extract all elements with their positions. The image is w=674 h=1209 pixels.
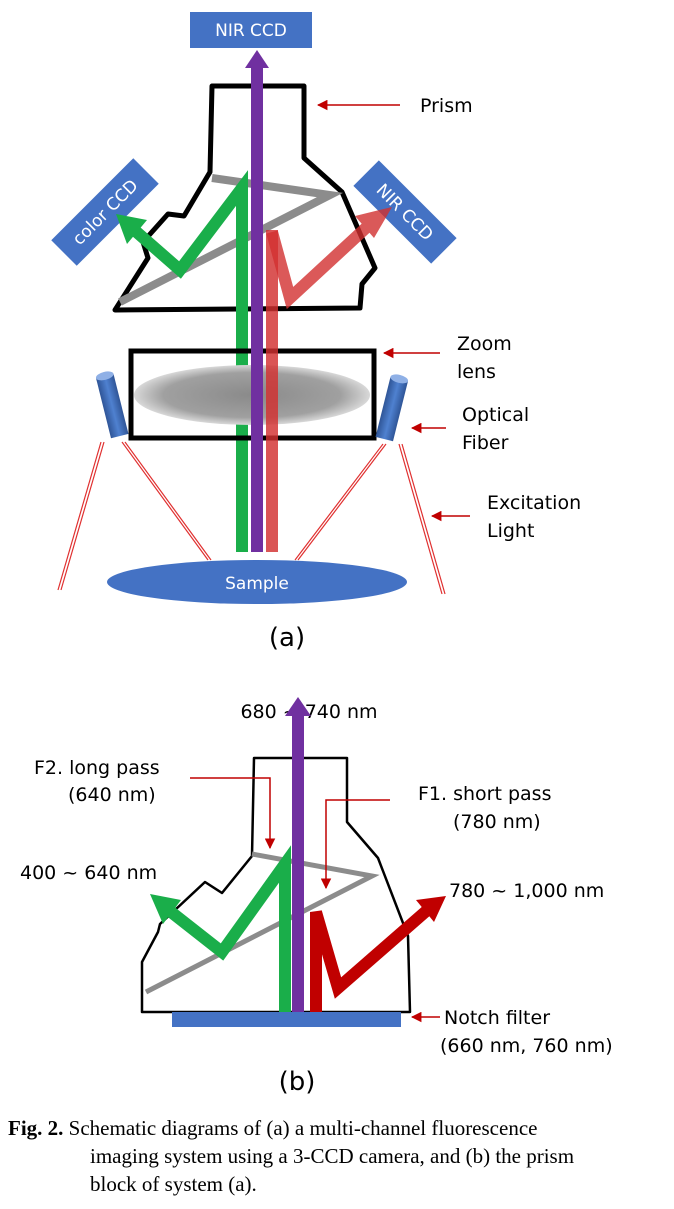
left-optical-fiber [95, 371, 129, 439]
left-color-ccd: color CCD [51, 158, 159, 266]
figure-caption: Fig. 2. Schematic diagrams of (a) a mult… [8, 1114, 663, 1198]
prism-b-outline [140, 756, 412, 1014]
notch-label-1: Notch filter [444, 1007, 550, 1029]
sample-label: Sample [225, 574, 289, 594]
top-nir-ccd-label: NIR CCD [215, 21, 287, 41]
left-range-label: 400 ~ 640 nm [20, 862, 157, 884]
diagram-a: NIR CCD color CCD NIR CCD [51, 12, 581, 653]
caption-label: Fig. 2. [8, 1116, 64, 1140]
panel-label-a: (a) [269, 623, 305, 653]
prism-pointer: Prism [316, 95, 473, 117]
optical-fiber-pointer: Optical Fiber [410, 404, 529, 454]
f1-pointer: F1. short pass (780 nm) [320, 783, 551, 890]
caption-line-1: Fig. 2. Schematic diagrams of (a) a mult… [8, 1114, 663, 1142]
f1-label-1: F1. short pass [418, 783, 551, 805]
optical-fiber-label-2: Fiber [462, 432, 509, 454]
caption-line-2: imaging system using a 3-CCD camera, and… [90, 1144, 575, 1168]
caption-text-1: Schematic diagrams of (a) a multi-channe… [68, 1116, 538, 1140]
f2-label-1: F2. long pass [34, 757, 160, 779]
notch-filter [172, 1012, 401, 1027]
notch-pointer: Notch filter (660 nm, 760 nm) [410, 1007, 613, 1057]
excitation-label-1: Excitation [487, 492, 581, 514]
zoom-lens-label-1: Zoom [457, 333, 512, 355]
optical-fiber-label-1: Optical [462, 404, 529, 426]
excitation-light-lines [57, 441, 446, 595]
caption-line-3: block of system (a). [90, 1172, 257, 1196]
f2-label-2: (640 nm) [68, 784, 156, 806]
f1-label-2: (780 nm) [453, 811, 541, 833]
prism-label: Prism [420, 95, 473, 117]
red-reflected-beam [266, 207, 392, 310]
excitation-pointer: Excitation Light [430, 492, 581, 542]
purple-beam-b [285, 697, 311, 1012]
sample: Sample [107, 560, 407, 604]
zoom-lens-label-2: lens [457, 361, 496, 383]
f2-pointer: F2. long pass (640 nm) [34, 757, 276, 850]
red-vertical-beam [266, 230, 278, 552]
notch-label-2: (660 nm, 760 nm) [440, 1035, 613, 1057]
top-range-label: 680 ~ 740 nm [240, 701, 377, 723]
purple-beam [245, 50, 269, 552]
panel-label-b: (b) [279, 1067, 316, 1097]
excitation-label-2: Light [487, 520, 534, 542]
diagram-b: 680 ~ 740 nm F2. long pass (640 nm) [20, 697, 613, 1097]
right-range-label: 780 ~ 1,000 nm [449, 880, 604, 902]
top-nir-ccd: NIR CCD [190, 12, 312, 48]
green-beam-b [150, 845, 291, 1012]
red-beam-b [310, 896, 446, 1012]
zoom-lens-pointer: Zoom lens [382, 333, 512, 383]
right-optical-fiber [375, 374, 409, 442]
